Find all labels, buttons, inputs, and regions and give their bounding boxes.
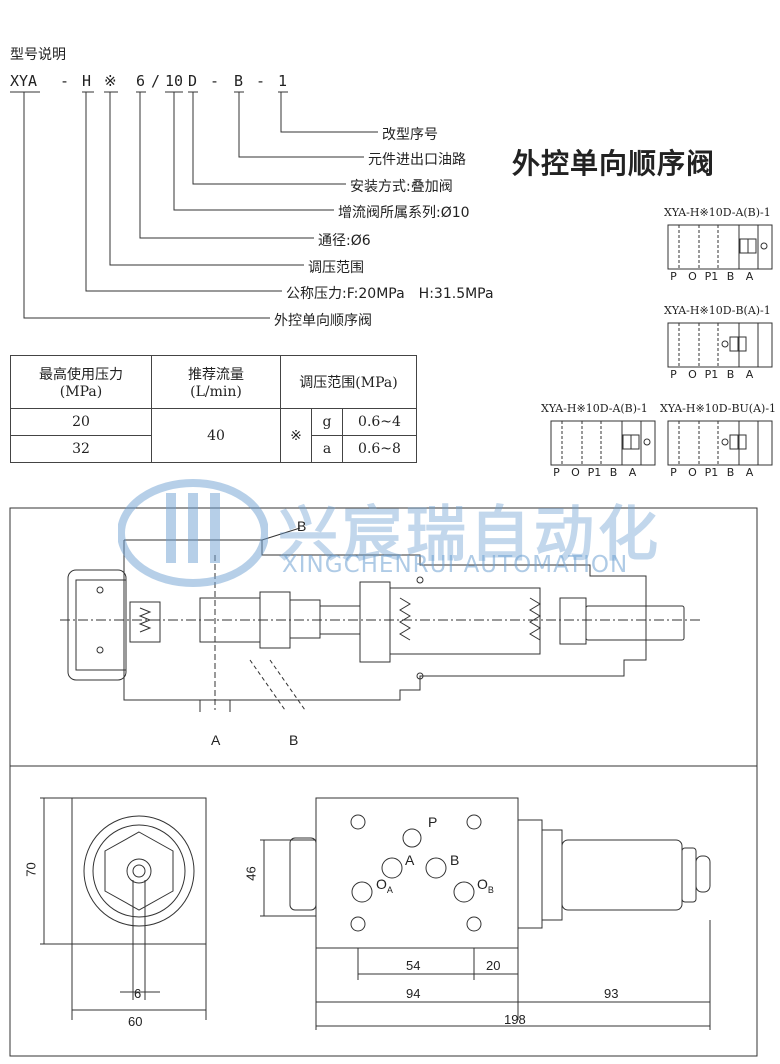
cell-flow: 40 bbox=[151, 408, 281, 463]
cell-mark: ※ bbox=[280, 408, 312, 463]
product-title: 外控单向顺序阀 bbox=[512, 147, 716, 180]
dim-93: 93 bbox=[604, 986, 619, 1001]
section-port-a: A bbox=[211, 732, 221, 748]
port-b: B bbox=[450, 852, 460, 868]
code-series-num: 10 bbox=[165, 72, 184, 90]
symbol-3-diagram bbox=[550, 420, 656, 466]
watermark-brand: 兴宸瑞自动化 bbox=[278, 500, 662, 570]
cell-range-a: 0.6~8 bbox=[342, 435, 417, 463]
symbol-1-diagram bbox=[667, 224, 773, 270]
code-dash: - bbox=[256, 72, 266, 90]
symbol-label-1: XYA-H※10D-A(B)-1 bbox=[664, 206, 771, 219]
symbol-label-3: XYA-H※10D-A(B)-1 bbox=[541, 402, 648, 415]
port-a: A bbox=[405, 852, 415, 868]
desc-series: 增流阀所属系列:Ø10 bbox=[338, 205, 470, 221]
code-series: XYA bbox=[10, 72, 38, 90]
section-port-b: B bbox=[289, 732, 299, 748]
cell-pressure-20: 20 bbox=[10, 408, 152, 436]
code-mount: D bbox=[188, 72, 198, 90]
dim-top-height: 46 bbox=[243, 866, 259, 881]
dim-20: 20 bbox=[486, 958, 501, 973]
desc-pressure: 公称压力:F:20MPa H:31.5MPa bbox=[286, 286, 494, 302]
desc-ports: 元件进出口油路 bbox=[368, 152, 466, 168]
symbol-2-diagram bbox=[667, 322, 773, 368]
header-max-pressure: 最高使用压力(MPa) bbox=[10, 355, 152, 409]
symbol-label-2: XYA-H※10D-B(A)-1 bbox=[664, 304, 771, 317]
watermark-logo-icon bbox=[118, 479, 268, 587]
dim-side-width: 60 bbox=[128, 1014, 143, 1029]
code-dash: - bbox=[210, 72, 220, 90]
dim-54: 54 bbox=[406, 958, 421, 973]
symbol-4-diagram bbox=[667, 420, 773, 466]
technical-drawing bbox=[9, 507, 758, 1057]
desc-revision: 改型序号 bbox=[382, 127, 438, 143]
watermark-brand-en: XINGCHENRUI AUTOMATION bbox=[282, 552, 629, 578]
desc-range: 调压范围 bbox=[308, 260, 364, 276]
symbol-label-4: XYA-H※10D-BU(A)-1 bbox=[660, 402, 777, 415]
section-view bbox=[60, 527, 700, 712]
code-slash: / bbox=[151, 72, 161, 90]
port-oa: OA bbox=[376, 876, 393, 895]
top-view bbox=[260, 797, 711, 1030]
dim-94: 94 bbox=[406, 986, 421, 1001]
dim-side-height: 70 bbox=[23, 862, 39, 877]
header-flow: 推荐流量(L/min) bbox=[151, 355, 281, 409]
side-view bbox=[40, 797, 207, 1020]
code-dash: - bbox=[60, 72, 70, 90]
section-port-b-top: B bbox=[297, 518, 307, 534]
cell-pressure-32: 32 bbox=[10, 435, 152, 463]
desc-bore: 通径:Ø6 bbox=[318, 233, 371, 249]
header-range: 调压范围(MPa) bbox=[280, 355, 417, 409]
dim-side-bore: 6 bbox=[134, 986, 142, 1001]
port-ob: OB bbox=[477, 876, 494, 895]
cell-code-a: a bbox=[311, 435, 343, 463]
hydraulic-symbols bbox=[550, 224, 773, 466]
desc-mount: 安装方式:叠加阀 bbox=[350, 179, 453, 195]
code-ports: B bbox=[234, 72, 244, 90]
spec-table: 最高使用压力(MPa) 推荐流量(L/min) 调压范围(MPa) 20 40 … bbox=[10, 355, 417, 463]
code-bore: 6 bbox=[136, 72, 146, 90]
cell-range-g: 0.6~4 bbox=[342, 408, 417, 436]
cell-code-g: g bbox=[311, 408, 343, 436]
code-leader-lines bbox=[10, 91, 378, 319]
port-p: P bbox=[428, 814, 438, 830]
code-pressure: H bbox=[82, 72, 92, 90]
dim-198: 198 bbox=[504, 1012, 526, 1027]
code-revision: 1 bbox=[278, 72, 288, 90]
code-range: ※ bbox=[104, 72, 117, 90]
model-title: 型号说明 bbox=[10, 47, 66, 63]
desc-type: 外控单向顺序阀 bbox=[274, 313, 372, 329]
